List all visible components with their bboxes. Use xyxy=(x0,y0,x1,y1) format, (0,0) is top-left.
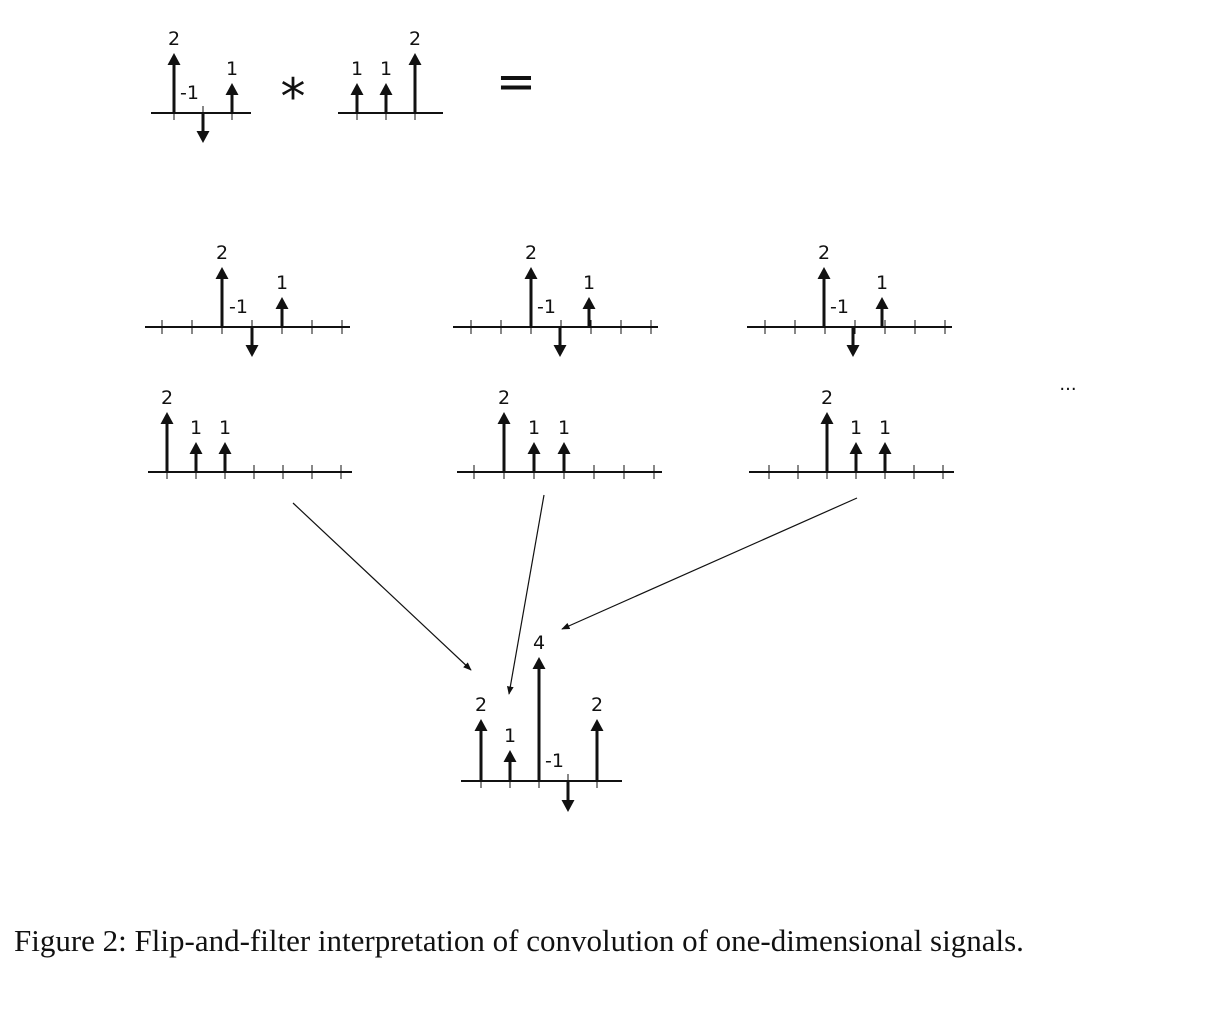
stem-arrowhead xyxy=(215,267,229,279)
stem-arrowhead xyxy=(350,83,364,95)
value-label: 2 xyxy=(216,242,228,264)
stem-arrowhead xyxy=(561,800,575,812)
value-label: -1 xyxy=(830,296,849,318)
value-label: 2 xyxy=(591,694,603,716)
connector-arrows xyxy=(292,494,858,695)
stem-arrowhead xyxy=(532,657,546,669)
value-label: 1 xyxy=(226,58,238,80)
value-label: 1 xyxy=(528,417,540,439)
stem-arrowhead xyxy=(167,53,181,65)
connector-arrow-step-2 xyxy=(507,494,545,695)
value-label: 2 xyxy=(821,387,833,409)
stem-arrowhead xyxy=(557,442,571,454)
value-label: 2 xyxy=(475,694,487,716)
stem-arrowhead xyxy=(225,83,239,95)
stem-arrowhead xyxy=(846,345,860,357)
value-label: -1 xyxy=(537,296,556,318)
result-signal-plot: 214-12 xyxy=(461,632,622,812)
value-label: 2 xyxy=(525,242,537,264)
stem-arrowhead xyxy=(189,442,203,454)
step-2-signal-f: 2 -1 1 xyxy=(453,242,658,357)
value-label: 4 xyxy=(533,632,545,654)
step-3-signal-f: 2 -1 1 xyxy=(747,242,952,357)
stem-arrowhead xyxy=(196,131,210,143)
connector-arrow-step-3 xyxy=(561,497,858,630)
stem-arrowhead xyxy=(497,412,511,424)
stem-arrowhead xyxy=(503,750,517,762)
value-label: 1 xyxy=(351,58,363,80)
stem-arrowhead xyxy=(582,297,596,309)
value-label: 2 xyxy=(818,242,830,264)
stem-arrowhead xyxy=(408,53,422,65)
stem-arrowhead xyxy=(590,719,604,731)
value-label: 1 xyxy=(190,417,202,439)
stem-arrowhead xyxy=(527,442,541,454)
signal-f-plot: 2 -1 1 xyxy=(151,28,251,143)
value-label: -1 xyxy=(229,296,248,318)
connector-arrow-step-1 xyxy=(292,502,472,671)
value-label: 2 xyxy=(161,387,173,409)
stem-arrowhead xyxy=(553,345,567,357)
stem-arrowhead xyxy=(820,412,834,424)
value-label: 1 xyxy=(850,417,862,439)
value-label: 1 xyxy=(380,58,392,80)
equals-sign: = xyxy=(496,54,536,110)
stem-arrowhead xyxy=(817,267,831,279)
value-label: 1 xyxy=(876,272,888,294)
stem-arrowhead xyxy=(878,442,892,454)
stem-arrowhead xyxy=(379,83,393,95)
value-label: 1 xyxy=(879,417,891,439)
value-label: 1 xyxy=(219,417,231,439)
convolution-operator: * xyxy=(281,68,306,126)
value-label: 2 xyxy=(498,387,510,409)
value-label: 1 xyxy=(583,272,595,294)
value-label: -1 xyxy=(180,82,199,104)
value-label: 2 xyxy=(409,28,421,50)
stem-arrowhead xyxy=(524,267,538,279)
stem-arrowhead xyxy=(849,442,863,454)
value-label: 1 xyxy=(276,272,288,294)
stem-arrowhead xyxy=(474,719,488,731)
value-label: 2 xyxy=(168,28,180,50)
step-1-signal-f: 2 -1 1 xyxy=(145,242,350,357)
figure-caption: Figure 2: Flip-and-filter interpretation… xyxy=(14,923,1024,958)
ellipsis: ... xyxy=(1059,374,1076,395)
value-label: -1 xyxy=(545,750,564,772)
value-label: 1 xyxy=(558,417,570,439)
stem-arrowhead xyxy=(245,345,259,357)
value-label: 1 xyxy=(504,725,516,747)
stem-arrowhead xyxy=(160,412,174,424)
stem-arrowhead xyxy=(275,297,289,309)
stem-arrowhead xyxy=(875,297,889,309)
stem-arrowhead xyxy=(218,442,232,454)
